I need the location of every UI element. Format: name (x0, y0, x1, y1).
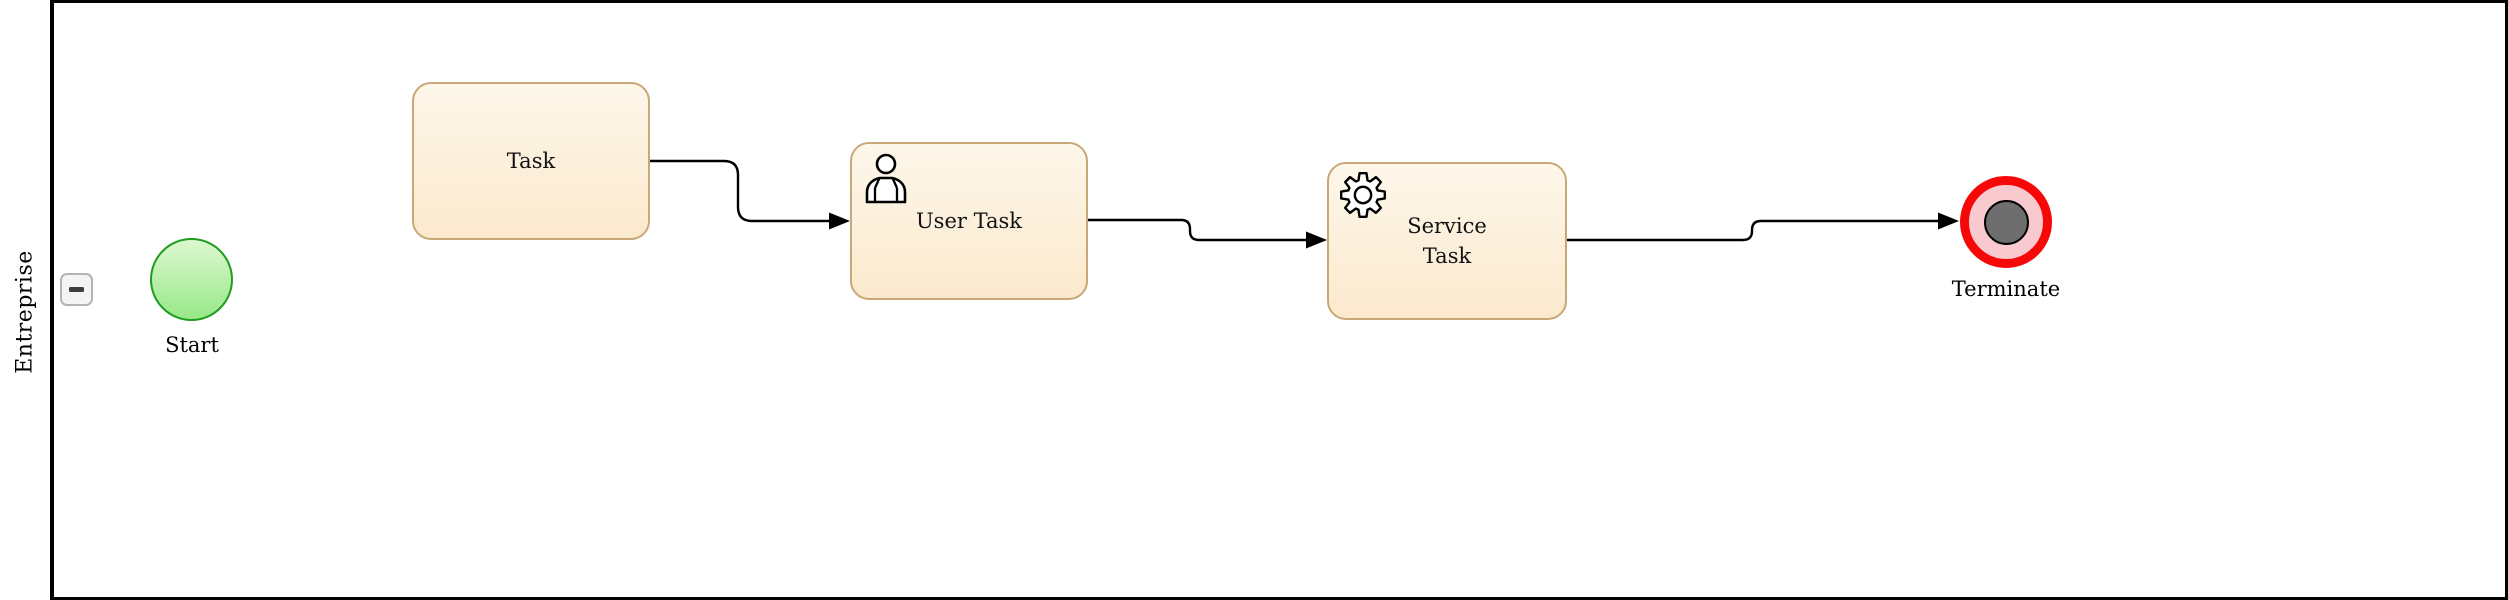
task-label: Task (506, 148, 556, 173)
service-task-node[interactable]: Service Task (1327, 162, 1567, 320)
minus-icon (69, 287, 84, 292)
flow-task-to-usertask[interactable] (650, 159, 831, 223)
user-task-label: User Task (915, 208, 1022, 233)
arrowhead-icon (1938, 212, 1959, 230)
pool-entreprise-band[interactable]: Entreprise (0, 0, 50, 600)
terminate-inner-circle-icon (1983, 199, 2029, 245)
flow-servicetask-to-terminate[interactable] (1567, 219, 1940, 242)
arrowhead-icon (1306, 231, 1327, 249)
start-event[interactable] (150, 238, 233, 321)
person-icon (862, 151, 910, 209)
start-event-label: Start (165, 333, 219, 357)
task-node[interactable]: Task (412, 82, 650, 240)
arrowhead-icon (829, 212, 850, 230)
terminate-event-label: Terminate (1951, 277, 2061, 301)
pool-collapse-button[interactable] (60, 273, 93, 306)
terminate-end-event[interactable] (1960, 176, 2052, 268)
pool-divider (50, 0, 54, 600)
gear-icon (1339, 171, 1387, 223)
user-task-node[interactable]: User Task (850, 142, 1088, 300)
service-task-label: Service Task (1407, 213, 1487, 268)
flow-usertask-to-servicetask[interactable] (1088, 218, 1308, 242)
